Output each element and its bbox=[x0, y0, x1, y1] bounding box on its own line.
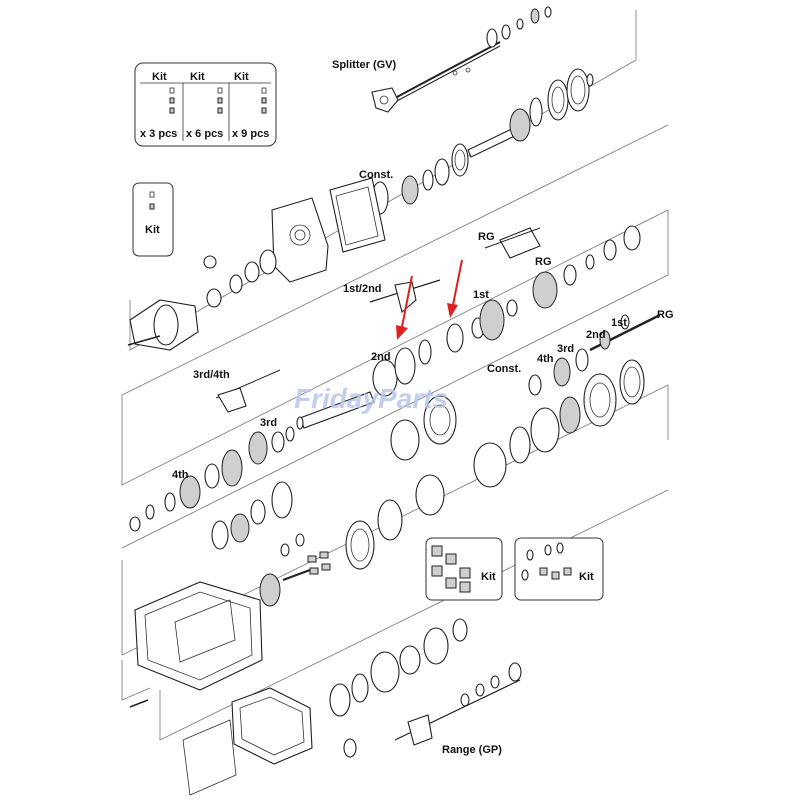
first-second-gear-train bbox=[369, 225, 641, 397]
label-1st-right: 1st bbox=[611, 317, 627, 329]
kit-table: Kit Kit Kit x 3 pcs x 6 pcs x 9 pcs bbox=[134, 62, 277, 147]
lower-left-bearings bbox=[211, 481, 331, 575]
label-3rd-right: 3rd bbox=[557, 343, 574, 355]
highlight-arrows bbox=[396, 259, 463, 340]
kit-box-left: Kit bbox=[132, 182, 174, 257]
label-rg-right: RG bbox=[657, 309, 674, 321]
kit-qty-1: x 3 pcs bbox=[140, 128, 177, 140]
main-shaft-left bbox=[129, 369, 375, 532]
label-1st-mid: 1st bbox=[473, 289, 489, 301]
kit-qty-2: x 6 pcs bbox=[186, 128, 223, 140]
main-housing bbox=[134, 569, 311, 691]
rear-housing bbox=[129, 618, 468, 796]
watermark: FridayParts bbox=[294, 383, 448, 414]
kit-header-1: Kit bbox=[152, 71, 167, 83]
label-4th-right: 4th bbox=[537, 353, 554, 365]
range-shift-assembly bbox=[394, 662, 522, 746]
label-const-top: Const. bbox=[359, 169, 393, 181]
label-rg-top: RG bbox=[478, 231, 495, 243]
label-4th-left: 4th bbox=[172, 469, 189, 481]
label-const-mid: Const. bbox=[487, 363, 521, 375]
splitter-assembly bbox=[371, 6, 552, 113]
synchro-rings bbox=[345, 373, 617, 570]
small-parts-kit-label: Kit bbox=[579, 571, 594, 583]
label-range: Range (GP) bbox=[442, 744, 502, 756]
bearing-kit-label: Kit bbox=[481, 571, 496, 583]
kit-table-bolt-icons bbox=[169, 87, 267, 114]
label-rg-mid: RG bbox=[535, 256, 552, 268]
kit-header-3: Kit bbox=[234, 71, 249, 83]
kit-header-2: Kit bbox=[190, 71, 205, 83]
top-housing-cover bbox=[271, 177, 386, 283]
arrow-synchro-ring-icon bbox=[447, 303, 458, 318]
label-2nd-right: 2nd bbox=[586, 329, 606, 341]
small-parts-kit-box: Kit bbox=[514, 537, 604, 601]
label-2nd-mid: 2nd bbox=[371, 351, 391, 363]
label-3rd-4th: 3rd/4th bbox=[193, 369, 230, 381]
arrow-2nd-gear-icon bbox=[396, 325, 408, 340]
kit-qty-3: x 9 pcs bbox=[232, 128, 269, 140]
countershaft-right bbox=[528, 313, 661, 405]
input-shaft-assembly bbox=[467, 68, 594, 158]
bearing-kit-box: Kit bbox=[425, 537, 503, 601]
kit-box-left-label: Kit bbox=[145, 224, 160, 236]
label-1st-2nd: 1st/2nd bbox=[343, 283, 382, 295]
front-cover-assembly bbox=[127, 249, 277, 351]
label-splitter: Splitter (GV) bbox=[332, 59, 397, 71]
label-3rd-left: 3rd bbox=[260, 417, 277, 429]
